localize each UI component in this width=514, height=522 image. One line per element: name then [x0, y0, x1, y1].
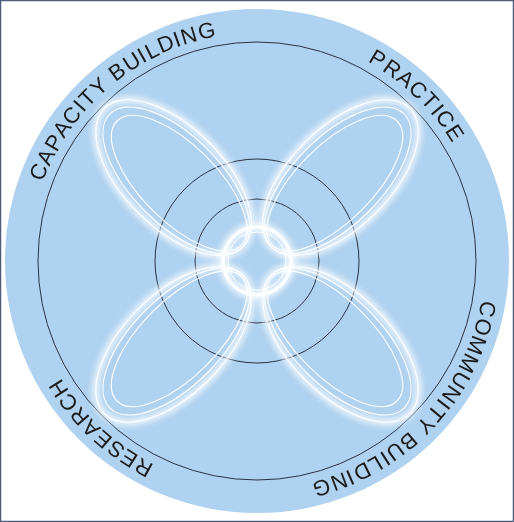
arc-label: CAPACITY BUILDING: [27, 19, 219, 184]
arc-letter: G: [196, 19, 217, 44]
arc-label: RESEARCH: [47, 376, 156, 479]
ring-line: [195, 199, 319, 323]
arc-label: COMMUNITY BUILDING: [310, 297, 499, 499]
petal-loops: [69, 73, 445, 449]
outer-disc: [5, 9, 509, 513]
ring-line: [155, 159, 359, 363]
arc-label: PRACTICE: [366, 47, 466, 145]
ring-line: [38, 42, 476, 480]
